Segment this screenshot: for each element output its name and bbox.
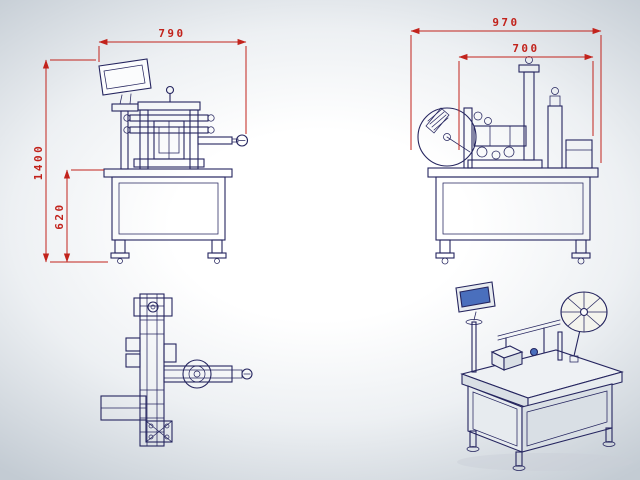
plan-view [100, 293, 253, 447]
iso-monitor [455, 281, 496, 373]
plan-slide-arm [163, 359, 253, 389]
side-inner-width-dim-label: 700 [512, 42, 539, 55]
plan-top-fixture [133, 297, 173, 317]
caster-foot [602, 441, 616, 447]
machine-cabinet-side [427, 167, 599, 265]
machine-cabinet-front [103, 168, 233, 264]
caster-foot [117, 258, 123, 264]
caster-foot [512, 465, 526, 471]
front-table-height-dim-label: 620 [53, 202, 66, 229]
front-height-dim-label: 1400 [32, 144, 45, 181]
display-monitor [98, 58, 152, 170]
isometric-view [455, 281, 633, 471]
press-frame [123, 85, 215, 170]
iso-reel [560, 291, 608, 363]
front-height-dimension: 1400 [32, 59, 108, 263]
plan-clamps [125, 337, 177, 368]
plan-base-plate [100, 395, 147, 421]
support-column [518, 56, 540, 161]
side-view [417, 56, 599, 265]
side-arm [197, 134, 249, 147]
side-inner-width-dimension: 700 [458, 42, 594, 150]
side-width-dim-label: 970 [492, 16, 519, 29]
label-reel [417, 107, 477, 167]
floor-shadow [457, 453, 633, 471]
monitor-screen [459, 286, 491, 308]
front-table-height-dimension: 620 [53, 169, 104, 263]
hand-knob [165, 85, 175, 95]
caster-foot [466, 446, 480, 452]
front-width-dim-label: 790 [158, 27, 185, 40]
iso-tooling [490, 319, 563, 371]
caster-foot [577, 257, 585, 265]
caster-foot [214, 258, 220, 264]
caster-foot [441, 257, 449, 265]
side-width-dimension: 970 [410, 16, 602, 163]
plan-knob [241, 368, 253, 380]
side-units [547, 87, 593, 169]
front-width-dimension: 790 [98, 27, 247, 134]
iso-cabinet [460, 349, 624, 471]
roller [529, 347, 539, 357]
plan-rail [139, 293, 165, 447]
arm-knob [235, 134, 249, 147]
front-view [98, 58, 249, 264]
plan-cross-box [145, 420, 173, 443]
